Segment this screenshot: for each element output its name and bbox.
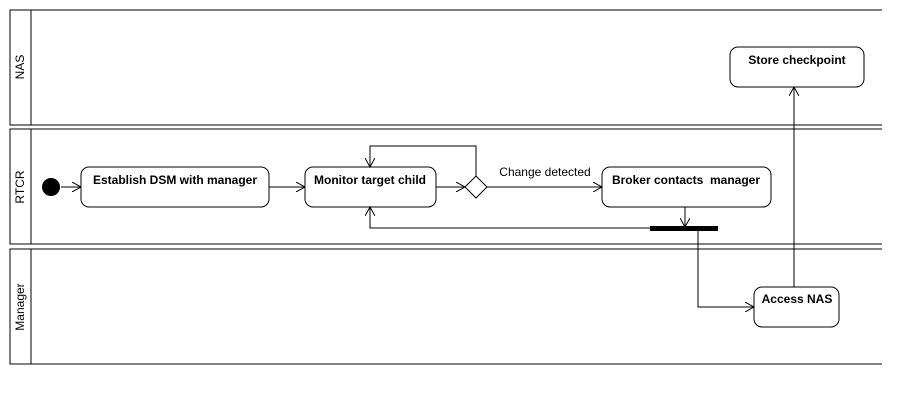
- node-establish: Establish DSM with manager: [80, 166, 270, 208]
- node-access: Access NAS: [753, 286, 840, 328]
- edge-change-detected-label: Change detected: [499, 165, 590, 179]
- lane-rtcr: RTCR: [9, 128, 882, 245]
- node-access-label: Access NAS: [762, 292, 833, 306]
- node-broker-label: Broker contacts manager: [612, 173, 760, 187]
- initial-node: [42, 178, 60, 196]
- lane-rtcr-label: RTCR: [13, 170, 27, 203]
- node-monitor-label: Monitor target child: [314, 173, 426, 187]
- node-broker: Broker contacts manager: [601, 166, 772, 208]
- edge-decision-loop-monitor: [370, 145, 477, 176]
- lane-nas: NAS: [9, 9, 882, 126]
- decision-node: [464, 175, 488, 199]
- lane-manager-label: Manager: [13, 283, 27, 330]
- node-monitor: Monitor target child: [304, 166, 437, 208]
- node-establish-label: Establish DSM with manager: [93, 173, 257, 187]
- lane-manager: Manager: [9, 248, 882, 365]
- fork-bar: [650, 226, 718, 231]
- node-store-label: Store checkpoint: [748, 53, 845, 67]
- lane-nas-label: NAS: [13, 55, 27, 80]
- node-store: Store checkpoint: [729, 46, 865, 88]
- edge-fork-monitor: [370, 207, 650, 229]
- edge-fork-access: [697, 231, 754, 307]
